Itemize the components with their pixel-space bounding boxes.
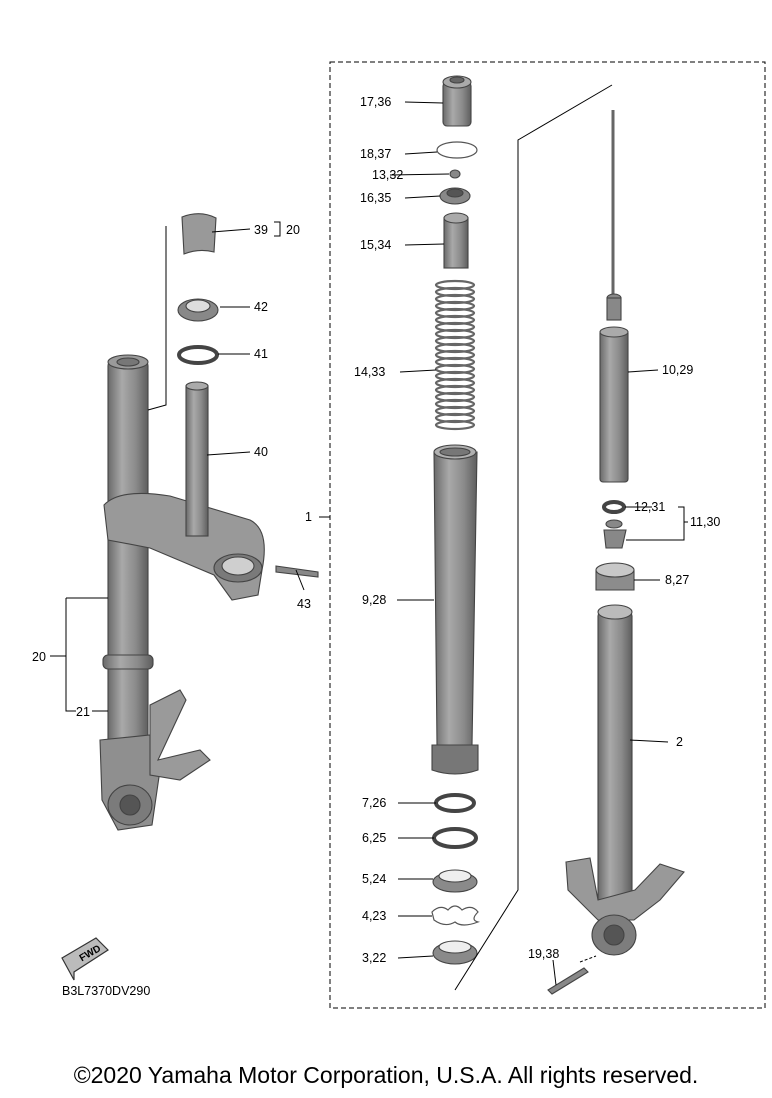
part-16-35-shape bbox=[439, 187, 471, 205]
label-21: 21 bbox=[76, 705, 90, 719]
fork-assembly-left bbox=[99, 354, 319, 831]
part-15-34-shape bbox=[443, 212, 469, 269]
right-leader-lines bbox=[552, 369, 688, 986]
label-13-32: 13,32 bbox=[372, 168, 403, 182]
label-1: 1 bbox=[305, 510, 312, 524]
label-8-27: 8,27 bbox=[665, 573, 689, 587]
part-3-22-shape bbox=[432, 940, 478, 965]
part-6-25-shape bbox=[432, 827, 478, 849]
label-39: 39 bbox=[254, 223, 268, 237]
part-7-26-shape bbox=[434, 793, 476, 813]
part-11-30-shape bbox=[603, 519, 627, 549]
label-9-28: 9,28 bbox=[362, 593, 386, 607]
label-6-25: 6,25 bbox=[362, 831, 386, 845]
fwd-arrow-icon: FWD bbox=[61, 937, 109, 981]
label-17-36: 17,36 bbox=[360, 95, 391, 109]
label-18-37: 18,37 bbox=[360, 147, 391, 161]
part-labels: 39 20 42 41 40 43 20 21 1 17,36 18,37 13… bbox=[32, 95, 720, 965]
label-20-left: 20 bbox=[32, 650, 46, 664]
label-41: 41 bbox=[254, 347, 268, 361]
left-leader-lines bbox=[50, 221, 305, 712]
part-9-28-shape bbox=[431, 444, 479, 775]
spring-coil bbox=[434, 419, 476, 431]
part-10-29-shape bbox=[599, 110, 629, 483]
assembly-dashed-box bbox=[329, 61, 766, 1009]
part-14-33-spring bbox=[434, 279, 476, 431]
part-41-shape bbox=[177, 345, 219, 365]
label-43: 43 bbox=[297, 597, 311, 611]
label-15-34: 15,34 bbox=[360, 238, 391, 252]
label-42: 42 bbox=[254, 300, 268, 314]
copyright-notice: ©2020 Yamaha Motor Corporation, U.S.A. A… bbox=[73, 1062, 699, 1088]
label-5-24: 5,24 bbox=[362, 872, 386, 886]
label-12-31: 12,31 bbox=[634, 500, 665, 514]
part-39-shape bbox=[181, 213, 217, 255]
part-17-36-shape bbox=[442, 75, 472, 127]
label-2: 2 bbox=[676, 735, 683, 749]
part-2-shape bbox=[565, 604, 685, 956]
part-4-23-shape bbox=[431, 905, 481, 926]
part-42-shape bbox=[177, 298, 219, 322]
label-3-22: 3,22 bbox=[362, 951, 386, 965]
label-11-30: 11,30 bbox=[690, 515, 720, 529]
label-20-top: 20 bbox=[286, 223, 300, 237]
label-14-33: 14,33 bbox=[354, 365, 385, 379]
part-19-38-shape bbox=[547, 967, 589, 995]
fork-exploded-diagram: FWD B3L7370DV290 bbox=[32, 61, 766, 1009]
part-5-24-shape bbox=[432, 869, 478, 893]
label-19-38: 19,38 bbox=[528, 947, 559, 961]
part-12-31-shape bbox=[602, 500, 626, 514]
center-leader-lines bbox=[319, 84, 613, 991]
label-10-29: 10,29 bbox=[662, 363, 693, 377]
part-8-27-shape bbox=[595, 562, 635, 591]
part-13-32-shape bbox=[449, 169, 461, 179]
part-18-37-shape bbox=[436, 141, 478, 159]
label-4-23: 4,23 bbox=[362, 909, 386, 923]
label-7-26: 7,26 bbox=[362, 796, 386, 810]
label-40: 40 bbox=[254, 445, 268, 459]
label-16-35: 16,35 bbox=[360, 191, 391, 205]
diagram-code: B3L7370DV290 bbox=[62, 984, 150, 998]
